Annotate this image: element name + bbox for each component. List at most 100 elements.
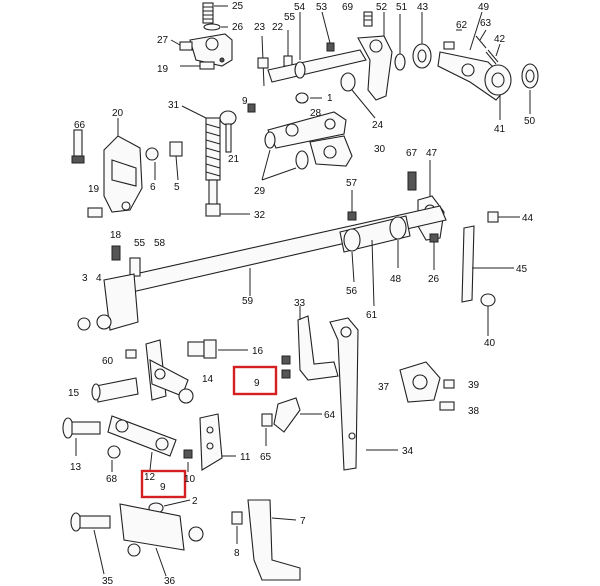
callout-label: 68 — [106, 474, 118, 485]
link-part-45 — [461, 225, 514, 303]
callout-label: 12 — [144, 472, 156, 483]
callout-label: 9 — [160, 482, 166, 493]
callout-label: 3 — [82, 273, 88, 284]
callout-label: 10 — [184, 474, 196, 485]
callout-label: 23 — [254, 22, 266, 33]
screw-part-8 — [231, 511, 243, 544]
plate-part-11 — [199, 413, 236, 471]
screw-part-66 — [71, 129, 85, 164]
callout-label: 44 — [522, 213, 534, 224]
callout-label: 21 — [228, 154, 240, 165]
spring-part-31 — [181, 105, 221, 181]
highlight-box-lower — [140, 469, 187, 499]
callout-label: 19 — [88, 184, 100, 195]
callout-label: 66 — [74, 120, 86, 131]
shaft-part-59 — [125, 205, 447, 296]
bolt-part-15 — [91, 377, 139, 403]
bracket-part-27 — [170, 33, 233, 67]
callout-label: 56 — [346, 286, 358, 297]
callout-label: 26 — [428, 274, 440, 285]
eccentric-part-41 — [484, 64, 512, 120]
callout-label: 69 — [342, 2, 354, 13]
callout-label: 36 — [164, 576, 176, 586]
callout-label: 43 — [417, 2, 429, 13]
screw-part-65 — [261, 413, 273, 446]
bracket-part-47 — [417, 160, 445, 241]
callout-label: 60 — [102, 356, 114, 367]
callout-label: 4 — [96, 273, 102, 284]
screw-part-19-top — [180, 61, 215, 70]
screw-part-5 — [169, 141, 183, 181]
ring-part-50 — [521, 63, 539, 114]
callout-label: 29 — [254, 186, 266, 197]
collar-part-43 — [412, 12, 432, 69]
screw-part-35 — [70, 512, 141, 575]
callout-label: 32 — [254, 210, 266, 221]
callout-label: 33 — [294, 298, 306, 309]
callout-label: 39 — [468, 380, 480, 391]
callout-label: 55 — [134, 238, 146, 249]
bushing-part-51 — [394, 14, 406, 71]
callout-label: 6 — [150, 182, 156, 193]
callout-label: 57 — [346, 178, 358, 189]
screw-part-38 — [439, 401, 455, 411]
link-part-28 — [267, 111, 347, 149]
cam-part-24 — [340, 72, 376, 119]
callout-label: 27 — [157, 35, 169, 46]
housing-part-20 — [103, 118, 143, 213]
callout-label: 22 — [272, 22, 284, 33]
callout-label: 40 — [484, 338, 496, 349]
callout-label: 58 — [154, 238, 166, 249]
bar-part-34 — [329, 317, 398, 471]
screw-part-39 — [443, 379, 455, 389]
callout-label: 50 — [524, 116, 536, 127]
callout-label: 47 — [426, 148, 438, 159]
screw-part-1-top — [295, 92, 322, 104]
screw-part-62 — [443, 29, 462, 50]
callout-label: 35 — [102, 576, 114, 586]
callout-label: 31 — [168, 100, 180, 111]
plate-part-64 — [273, 397, 322, 433]
callout-label: 28 — [310, 108, 322, 119]
callout-label: 48 — [390, 274, 402, 285]
link-part-12 — [107, 415, 177, 471]
washer-part-26 — [203, 23, 228, 31]
screw-part-16 — [187, 339, 248, 359]
callout-label: 55 — [284, 12, 296, 23]
callout-label: 9 — [242, 96, 248, 107]
callout-label: 13 — [70, 462, 82, 473]
bracket-part-30 — [309, 135, 353, 167]
screw-part-55-top — [283, 30, 293, 67]
screw-part-18 — [111, 245, 121, 261]
callout-label: 54 — [294, 2, 306, 13]
callout-label: 63 — [480, 18, 492, 29]
callout-label: 2 — [192, 496, 198, 507]
screw-part-10 — [183, 449, 193, 472]
callout-label: 26 — [232, 22, 244, 33]
screw-part-29 — [261, 131, 309, 181]
callout-label: 20 — [112, 108, 124, 119]
callout-label: 65 — [260, 452, 272, 463]
callout-label: 67 — [406, 148, 418, 159]
callout-label: 1 — [327, 93, 333, 104]
bracket-part-33 — [297, 306, 339, 381]
screw-part-13 — [62, 417, 101, 456]
rod-part-32 — [205, 179, 250, 217]
callout-label: 30 — [374, 144, 386, 155]
callout-label: 15 — [68, 388, 80, 399]
spring-part-42 — [485, 43, 501, 65]
screw-part-19-mid — [87, 207, 103, 218]
screw-part-9-mid — [281, 355, 291, 379]
block-part-3-4 — [77, 273, 139, 331]
callout-label: 37 — [378, 382, 390, 393]
screw-part-21 — [219, 110, 237, 153]
screw-part-44 — [487, 211, 520, 223]
callout-label: 9 — [254, 378, 260, 389]
callout-label: 64 — [324, 410, 336, 421]
screw-part-9-top — [247, 103, 256, 113]
lever-part-23 — [257, 35, 269, 87]
callout-label: 45 — [516, 264, 528, 275]
bushing-part-68 — [107, 445, 121, 472]
